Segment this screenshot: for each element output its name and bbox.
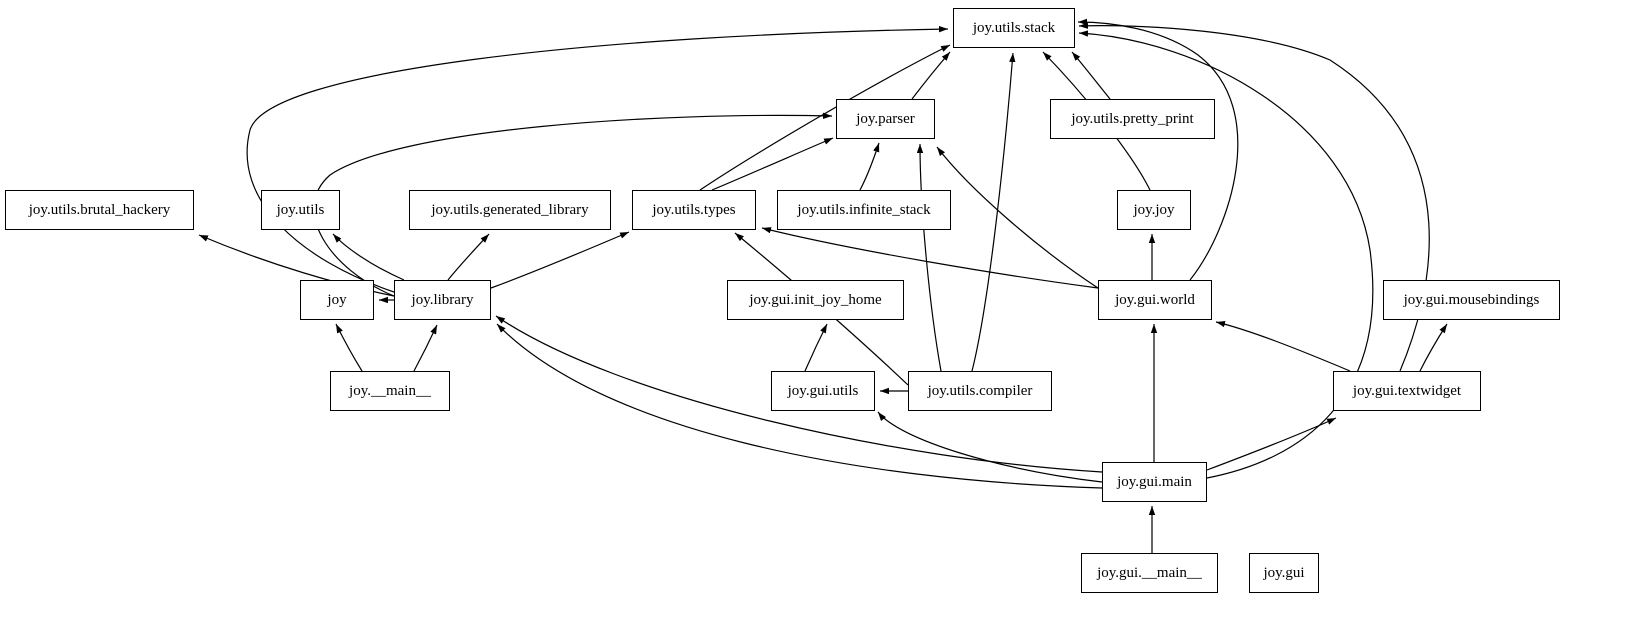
node-label: joy.gui.main <box>1117 473 1192 490</box>
node-label: joy.library <box>411 291 474 308</box>
node-joy-utils-types[interactable]: joy.utils.types <box>632 190 756 230</box>
node-joy-gui-textwidget[interactable]: joy.gui.textwidget <box>1333 371 1481 411</box>
node-joy-utils-brutal-hackery[interactable]: joy.utils.brutal_hackery <box>5 190 194 230</box>
node-joy-utils-generated-library[interactable]: joy.utils.generated_library <box>409 190 611 230</box>
node-joy-utils[interactable]: joy.utils <box>261 190 340 230</box>
node-label: joy.utils.stack <box>972 19 1056 36</box>
edge-joy-utils-pretty-print-to-joy-utils-stack <box>1071 51 1111 100</box>
edge-joy-library-to-joy-utils <box>332 233 405 281</box>
node-joy-utils-infinite-stack[interactable]: joy.utils.infinite_stack <box>777 190 951 230</box>
node-label: joy.gui.textwidget <box>1352 382 1462 399</box>
node-joy-utils-stack[interactable]: joy.utils.stack <box>953 8 1075 48</box>
edge-joy-utils-compiler-to-joy-parser <box>916 143 942 372</box>
node-label: joy.joy <box>1133 201 1175 218</box>
node-label: joy.gui.init_joy_home <box>749 291 882 308</box>
edge-joy-parser-to-joy-utils-stack <box>911 51 951 100</box>
node-label: joy.gui <box>1263 564 1305 581</box>
node-label: joy.utils.types <box>652 201 736 218</box>
edge-joy-utils-types-to-joy-parser <box>711 137 834 191</box>
node-label: joy.gui.world <box>1115 291 1195 308</box>
node-label: joy.utils.generated_library <box>431 201 589 218</box>
node-label: joy.parser <box>856 110 915 127</box>
node-joy-utils-compiler[interactable]: joy.utils.compiler <box>908 371 1052 411</box>
edge-joy-gui-textwidget-to-joy-gui-mousebindings <box>1419 323 1448 372</box>
node-label: joy.__main__ <box>349 382 431 399</box>
node-joy-gui-init-joy-home[interactable]: joy.gui.init_joy_home <box>727 280 904 320</box>
node-joy-main[interactable]: joy.__main__ <box>330 371 450 411</box>
node-joy-utils-pretty-print[interactable]: joy.utils.pretty_print <box>1050 99 1215 139</box>
node-label: joy.gui.mousebindings <box>1403 291 1540 308</box>
node-joy-gui-world[interactable]: joy.gui.world <box>1098 280 1212 320</box>
node-joy-gui-main[interactable]: joy.gui.main <box>1102 462 1207 502</box>
node-label: joy.utils <box>276 201 325 218</box>
node-joy-library[interactable]: joy.library <box>394 280 491 320</box>
node-joy[interactable]: joy <box>300 280 374 320</box>
edge-joy-utils-compiler-to-joy-utils-stack <box>971 52 1016 372</box>
node-label: joy.gui.__main__ <box>1097 564 1202 581</box>
edge-joy-gui-main-to-joy-gui-utils <box>877 411 1103 483</box>
edge-joy-gui-world-to-joy-parser <box>936 146 1099 289</box>
edge-joy-main-to-joy-library <box>413 324 438 372</box>
edge-joy-gui-main-to-joy-gui-textwidget <box>1206 417 1337 471</box>
edge-joy-library-to-joy-utils-types <box>490 231 630 289</box>
edge-joy-gui-textwidget-to-joy-gui-world <box>1215 320 1351 372</box>
node-label: joy.utils.infinite_stack <box>797 201 931 218</box>
node-joy-parser[interactable]: joy.parser <box>836 99 935 139</box>
edge-joy-gui-world-to-joy-utils-stack <box>1077 18 1239 281</box>
node-label: joy <box>327 291 347 308</box>
edge-joy-main-to-joy <box>335 323 363 372</box>
edge-joy-gui-world-to-joy-utils-types <box>761 227 1099 289</box>
node-label: joy.gui.utils <box>787 382 859 399</box>
edge-joy-gui-utils-to-joy-gui-init-joy-home <box>804 323 828 372</box>
node-label: joy.utils.pretty_print <box>1071 110 1194 127</box>
edge-joy-library-to-joy-utils-generated-library <box>447 233 490 281</box>
node-joy-gui-utils[interactable]: joy.gui.utils <box>771 371 875 411</box>
node-label: joy.utils.brutal_hackery <box>28 201 171 218</box>
node-joy-joy[interactable]: joy.joy <box>1117 190 1191 230</box>
node-label: joy.utils.compiler <box>927 382 1033 399</box>
node-joy-gui-mousebindings[interactable]: joy.gui.mousebindings <box>1383 280 1560 320</box>
node-joy-gui[interactable]: joy.gui <box>1249 553 1319 593</box>
node-joy-gui-dunder-main[interactable]: joy.gui.__main__ <box>1081 553 1218 593</box>
edge-joy-library-to-joy-utils-stack <box>246 25 949 293</box>
edge-joy-utils-infinite-stack-to-joy-parser <box>859 142 880 191</box>
